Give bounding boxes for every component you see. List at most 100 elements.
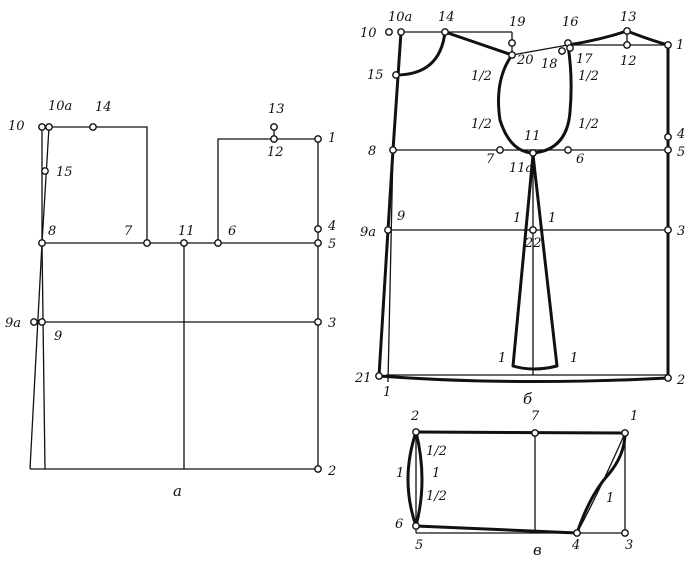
c-label-1: 1 <box>630 409 638 424</box>
a-point-4 <box>314 225 322 233</box>
c-label-7: 7 <box>531 409 540 424</box>
b-caption: б <box>523 390 533 408</box>
b-label-half-3: 1/2 <box>471 117 492 132</box>
b-point-5 <box>664 146 672 154</box>
b-label-21: 21 <box>354 371 372 386</box>
a-point-11 <box>180 239 188 247</box>
b-label-15: 15 <box>367 68 384 83</box>
b-point-20 <box>508 51 516 59</box>
b-back-shoulder <box>443 30 514 57</box>
b-back-neck <box>394 30 447 77</box>
c-label-left-1: 1 <box>396 466 404 481</box>
a-label-1: 1 <box>328 131 336 146</box>
a-point-10a <box>45 123 53 131</box>
a-label-6: 6 <box>228 224 236 239</box>
a-label-3: 3 <box>328 316 336 331</box>
b-point-1 <box>664 41 672 49</box>
a-point-14 <box>89 123 97 131</box>
b-point-9 <box>384 226 392 234</box>
b-label-21-1: 1 <box>383 385 391 400</box>
a-label-5: 5 <box>328 237 336 252</box>
a-label-15: 15 <box>56 165 73 180</box>
b-label-9: 9 <box>397 209 405 224</box>
b-label-half-2: 1/2 <box>578 69 599 84</box>
b-point-3 <box>664 226 672 234</box>
a-label-7: 7 <box>124 224 133 239</box>
a-point-13 <box>270 123 278 131</box>
a-label-9: 9 <box>54 329 62 344</box>
b-armhole-chord <box>511 44 569 56</box>
b-label-dart-left: 1 <box>513 211 521 226</box>
c-label-4: 4 <box>571 538 580 553</box>
b-label-8: 8 <box>368 144 376 159</box>
b-label-19: 19 <box>509 15 526 30</box>
figure-b: 10 10а 14 19 16 13 1 15 20 18 17 12 1/2 … <box>354 10 685 408</box>
c-left-dart <box>406 430 424 528</box>
a-point-5 <box>314 239 322 247</box>
a-label-11: 11 <box>178 224 195 239</box>
b-hem <box>377 374 670 384</box>
c-label-right-1: 1 <box>432 466 440 481</box>
c-point-3 <box>621 529 629 537</box>
figure-c: 2 7 1 1/2 1 1 1/2 1 6 5 4 3 в <box>395 409 638 559</box>
b-point-8 <box>389 146 397 154</box>
c-point-7 <box>531 429 539 437</box>
c-label-3: 3 <box>625 538 633 553</box>
c-bottom-edge <box>414 524 579 535</box>
b-label-3: 3 <box>677 224 685 239</box>
c-label-half-bottom: 1/2 <box>426 489 447 504</box>
b-label-hem-dart-right: 1 <box>570 351 578 366</box>
c-right-curve <box>575 431 627 535</box>
b-label-5: 5 <box>677 145 685 160</box>
c-label-2: 2 <box>410 409 419 424</box>
b-label-10: 10 <box>360 26 377 41</box>
a-point-15 <box>41 167 49 175</box>
a-back-center-3 <box>41 126 50 244</box>
b-point-7 <box>496 146 504 154</box>
c-point-1 <box>621 429 629 437</box>
a-point-10 <box>38 123 46 131</box>
a-point-9 <box>38 318 46 326</box>
b-point-2 <box>664 374 672 382</box>
c-label-half-top: 1/2 <box>426 444 447 459</box>
a-label-4: 4 <box>327 219 336 234</box>
b-label-20: 20 <box>516 53 534 68</box>
b-back-center <box>377 30 403 378</box>
b-label-10a: 10а <box>388 10 412 25</box>
b-label-half-4: 1/2 <box>578 117 599 132</box>
b-point-19 <box>508 39 516 47</box>
a-label-13: 13 <box>268 102 285 117</box>
b-label-11: 11 <box>524 129 541 144</box>
c-point-4 <box>573 529 581 537</box>
b-label-11a: 11а <box>509 161 533 176</box>
a-point-6 <box>214 239 222 247</box>
b-label-6: 6 <box>576 152 584 167</box>
c-caption: в <box>533 541 542 559</box>
b-label-2: 2 <box>676 373 685 388</box>
b-point-15 <box>392 71 400 79</box>
a-back-armhole <box>49 126 148 243</box>
b-side-dart <box>511 153 559 371</box>
b-point-21 <box>375 372 383 380</box>
b-point-18 <box>558 47 566 55</box>
b-point-13 <box>623 27 631 35</box>
a-label-9a: 9а <box>5 316 21 331</box>
b-label-18: 18 <box>541 57 558 72</box>
c-label-6: 6 <box>395 517 403 532</box>
b-point-6 <box>564 146 572 154</box>
b-label-7: 7 <box>486 152 495 167</box>
a-point-1 <box>314 135 322 143</box>
b-label-17: 17 <box>576 52 593 67</box>
b-front-neck <box>566 29 670 47</box>
a-label-14: 14 <box>95 100 112 115</box>
c-point-2 <box>412 428 420 436</box>
b-label-16: 16 <box>562 15 579 30</box>
b-point-12 <box>623 41 631 49</box>
a-point-8 <box>38 239 46 247</box>
b-point-22 <box>529 226 537 234</box>
b-point-10 <box>385 28 393 36</box>
a-caption: а <box>173 482 182 500</box>
a-front-armhole <box>217 138 318 243</box>
a-label-10: 10 <box>8 119 25 134</box>
